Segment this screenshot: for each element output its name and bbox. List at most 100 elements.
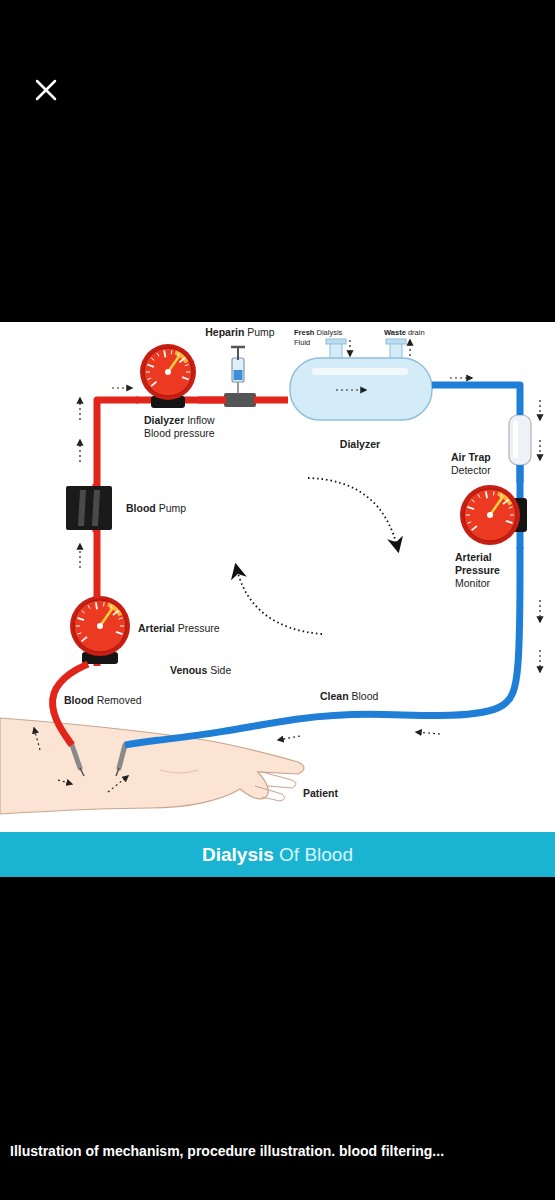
gauge-tick	[486, 491, 487, 498]
text-emphasis: Arterial	[138, 622, 175, 634]
blood-tube	[94, 530, 101, 598]
flow-arrow	[79, 398, 80, 420]
gauge-face	[74, 600, 126, 652]
dialyzer-highlight	[312, 368, 408, 375]
blood-tube	[254, 397, 288, 404]
gauge-needle	[100, 608, 113, 626]
flow-arrow	[34, 728, 40, 750]
text-emphasis: Dialyzer	[340, 438, 380, 450]
needle-tip	[80, 768, 84, 776]
title-band	[0, 832, 555, 877]
title-rest: Of Blood	[274, 844, 353, 865]
component-label: Arterial Pressure Monitor	[455, 551, 511, 590]
part-label: Fresh Dialysis Fluid	[294, 328, 356, 348]
gauge-tick	[157, 353, 159, 356]
flow-arrow	[108, 776, 128, 792]
text-emphasis: Heparin	[205, 326, 244, 338]
component-box: Patient	[0, 745, 300, 815]
cycle-arrow	[236, 566, 322, 634]
gauges	[70, 344, 527, 664]
component-box: Arterial Pressure	[70, 598, 130, 664]
caption-text: Illustration of mechanism, procedure ill…	[10, 1143, 444, 1159]
gauge-hub	[487, 512, 493, 518]
gauge-rim	[460, 485, 520, 545]
gauge-tick	[113, 611, 118, 615]
gauge-tick	[467, 522, 471, 523]
text-emphasis: Waste	[384, 328, 406, 337]
gauge-tick	[467, 507, 474, 509]
text-emphasis: Blood	[64, 694, 94, 706]
flow-arrow	[112, 387, 132, 388]
text-rest: Blood	[349, 690, 379, 702]
gauge-tick	[147, 364, 154, 366]
flow-arrow	[416, 732, 440, 734]
clean-tube	[517, 465, 524, 483]
text-emphasis: Dialyzer	[144, 414, 184, 426]
text-emphasis: Venous	[170, 664, 207, 676]
component-box: Blood Pump	[66, 486, 112, 530]
gauge-rim	[70, 596, 130, 656]
close-stroke	[37, 81, 55, 99]
pressure-gauge	[140, 344, 196, 408]
flow-arrow	[79, 440, 80, 462]
gauge-tick	[179, 358, 184, 362]
finger	[255, 786, 285, 801]
text-rest: Detector	[451, 464, 491, 476]
gauge-tick	[185, 364, 189, 365]
component-label: Blood Pump	[126, 502, 216, 515]
cycle-arrow	[308, 478, 398, 550]
text-emphasis: Air Trap	[451, 451, 491, 463]
text-rest: Pressure	[175, 622, 220, 634]
component-box: Air Trap Detector	[507, 415, 533, 465]
air-trap	[509, 415, 531, 465]
flow-arrow	[278, 736, 300, 740]
text-emphasis: Fresh	[294, 328, 314, 337]
blood-pump	[66, 486, 112, 530]
syringe-plunger	[237, 347, 239, 360]
gauge-tick	[147, 378, 151, 379]
text-rest: Removed	[94, 694, 142, 706]
title-word: Dialysis	[202, 844, 274, 865]
text-rest: Pump	[244, 326, 274, 338]
text-emphasis: Patient	[303, 787, 338, 799]
tube-connector	[224, 393, 256, 407]
syringe-barrel	[232, 358, 244, 382]
diagram-panel	[0, 322, 555, 832]
flow-arrow	[409, 340, 410, 356]
needle-tip	[116, 768, 119, 776]
title-text: Dialysis Of Blood	[0, 832, 555, 877]
gauge-tick	[116, 632, 123, 634]
wrist-crease	[160, 770, 198, 773]
pressure-gauge	[70, 596, 130, 664]
air-trap-highlight	[513, 420, 518, 458]
port-flange	[386, 339, 406, 344]
patient-arm	[0, 718, 304, 814]
close-icon	[37, 81, 55, 99]
text-rest: Monitor	[455, 577, 490, 589]
gauge-tick	[119, 618, 123, 619]
component-box: Dialyzer	[288, 338, 432, 424]
gauge-needle	[490, 497, 503, 515]
gauge-tick	[77, 633, 81, 634]
clean-tube	[432, 385, 520, 415]
gauge-rim	[140, 344, 196, 400]
tube-label: Blood Removed	[62, 694, 144, 707]
needle	[119, 745, 125, 768]
finger	[262, 772, 296, 788]
gauge-tick	[171, 350, 173, 354]
component-label: Heparin Pump	[200, 326, 280, 339]
flow-arrow	[539, 400, 540, 420]
pressure-gauge	[460, 485, 527, 545]
flow-arrow	[539, 650, 540, 672]
flow-arrow	[539, 600, 540, 622]
port-flange	[326, 339, 346, 344]
gauge-tick	[151, 358, 154, 361]
dialyzer-body	[290, 358, 432, 420]
flow-arrow	[450, 377, 472, 378]
clean-tube	[125, 547, 520, 745]
heparin-fluid	[234, 370, 243, 380]
text-rest: Pump	[156, 502, 186, 514]
gauge-tick	[472, 526, 477, 530]
